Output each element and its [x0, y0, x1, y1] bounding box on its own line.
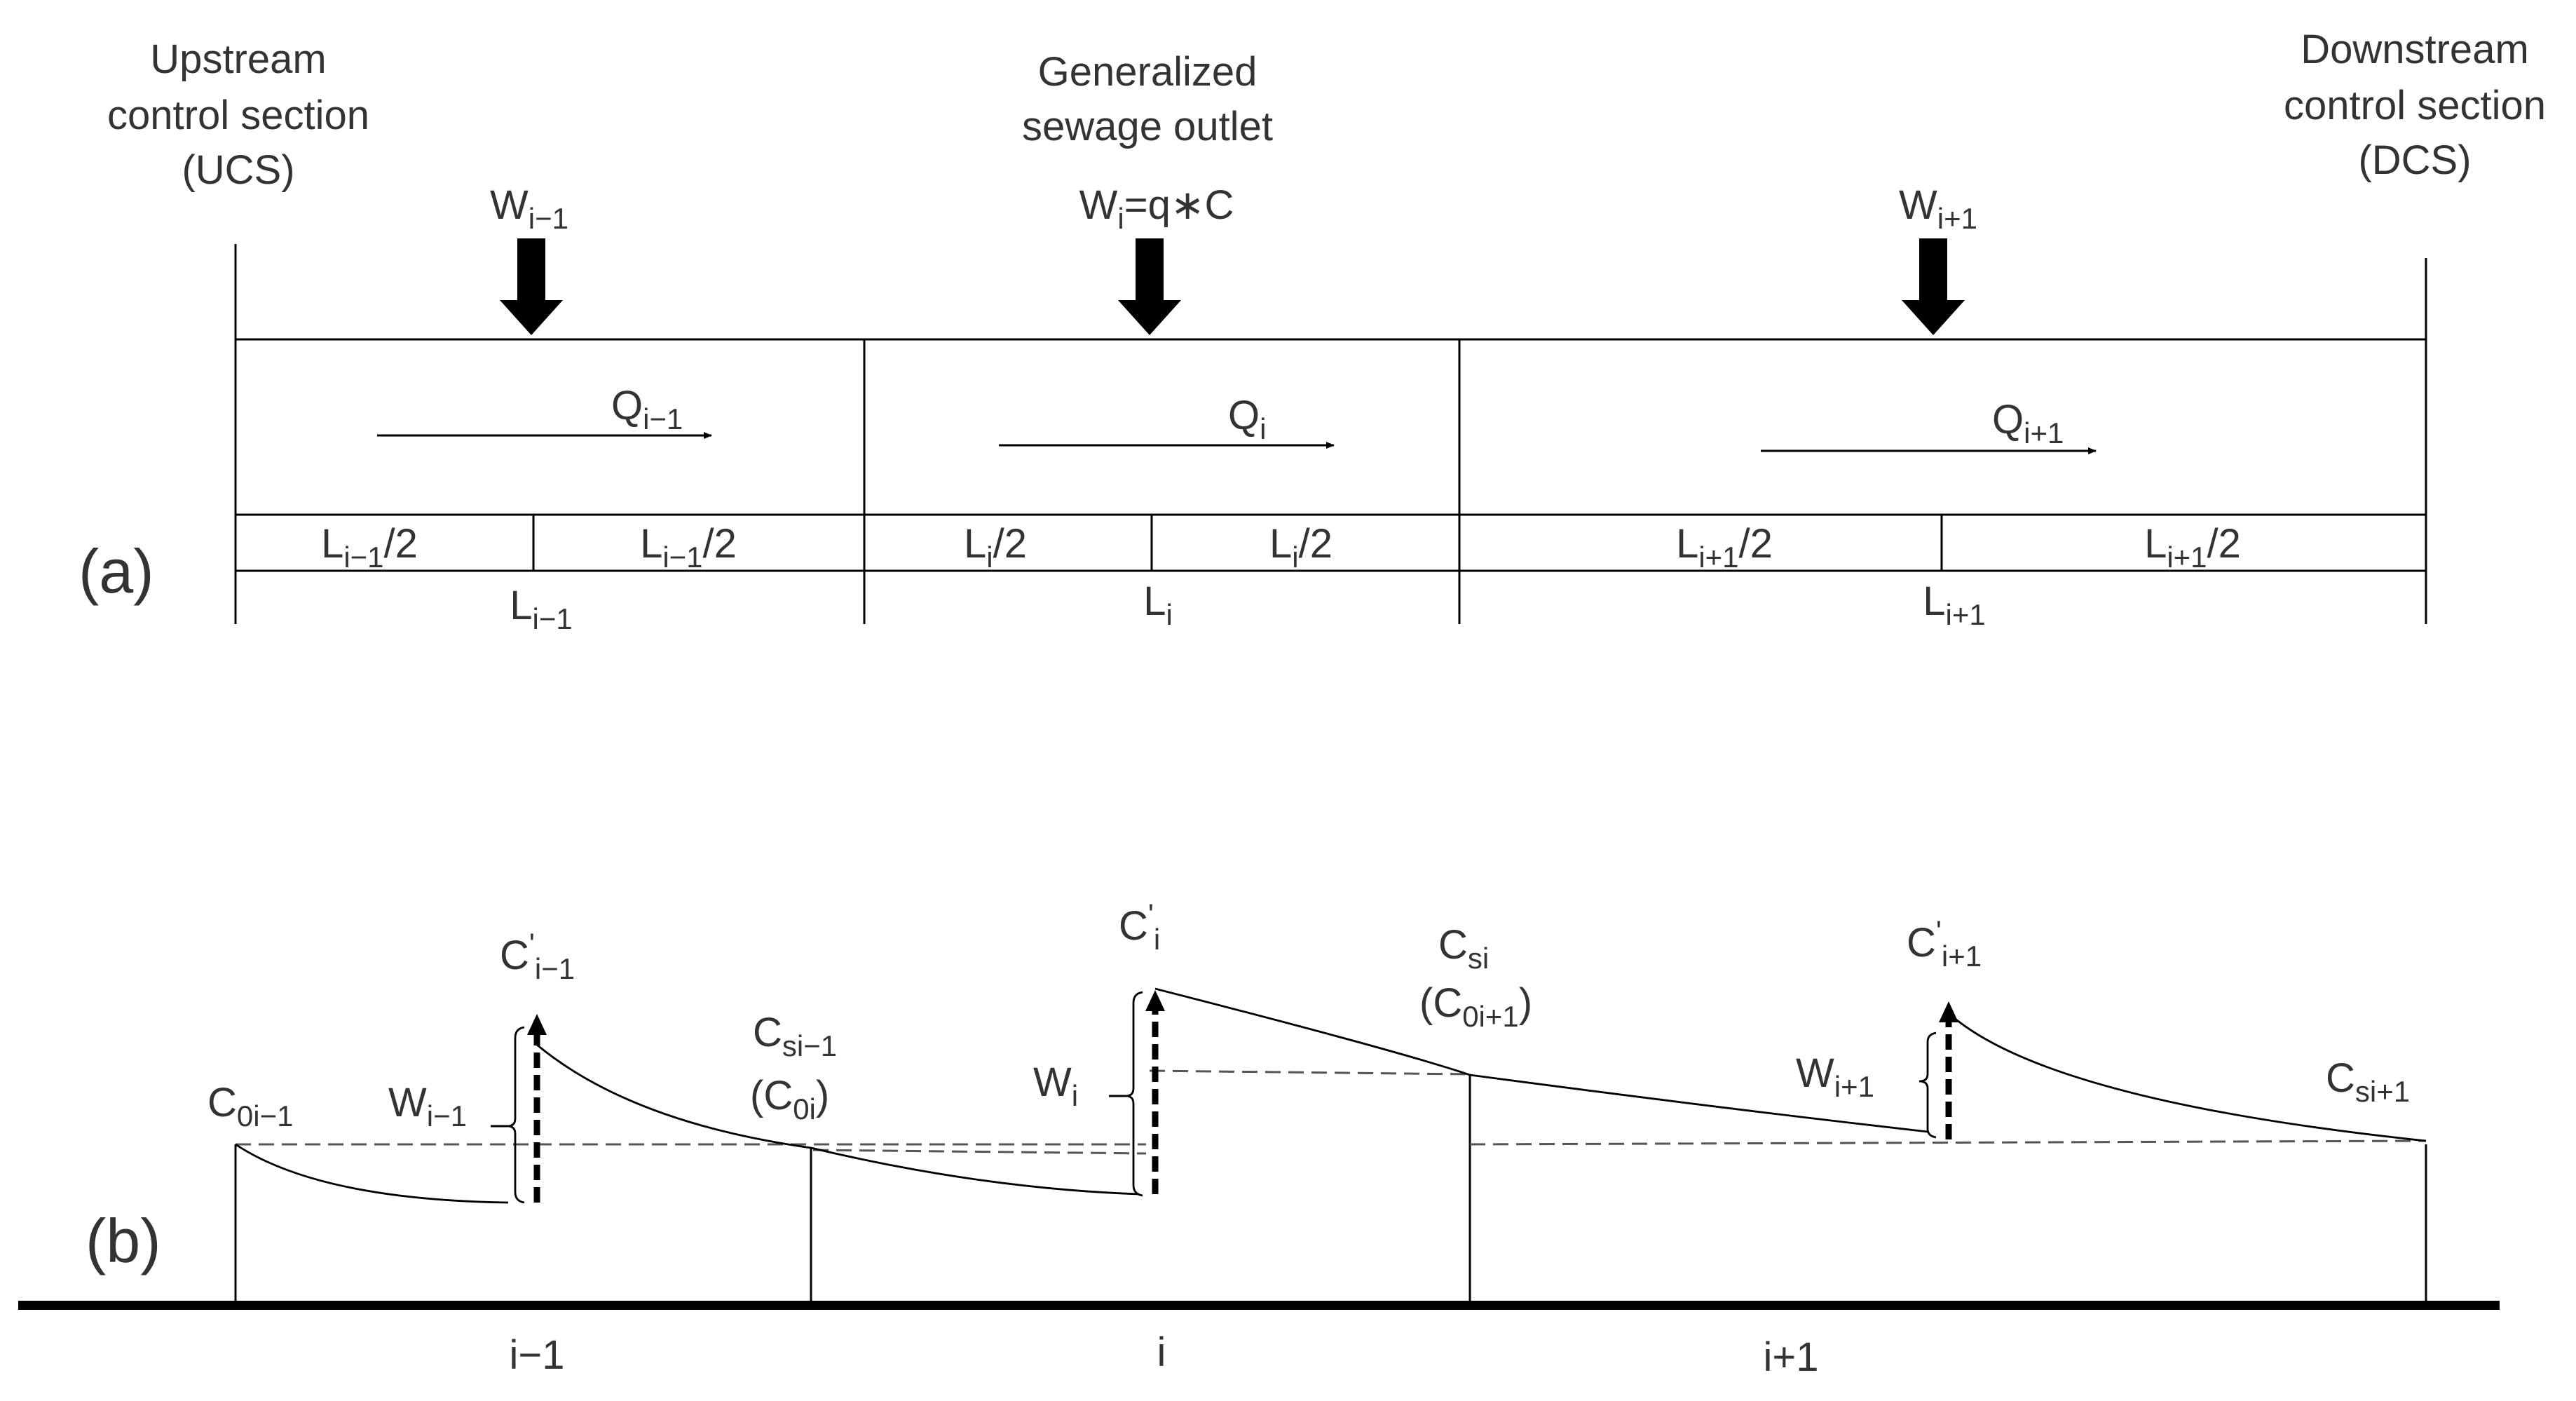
half-length-label-3: Li/2: [964, 521, 1027, 574]
peak-label-i-1: C'i−1: [500, 927, 575, 985]
load-jump-head-i: [1145, 990, 1165, 1011]
length-label-i: Li: [1143, 578, 1173, 631]
dcs-label-line-2: control section: [2284, 83, 2546, 128]
ucs-label-line-3: (UCS): [182, 147, 294, 193]
load-label-w-i-1: Wi−1: [490, 182, 568, 235]
segment-label-i+1: i+1: [1763, 1334, 1818, 1380]
section-end-label-1: Csi−1: [753, 1010, 837, 1062]
outlet-label-line-1: Generalized: [1038, 49, 1258, 95]
load-label-b-i+1: Wi+1: [1796, 1050, 1874, 1103]
panel-b-label: (b): [86, 1206, 161, 1275]
load-label-b-i: Wi: [1033, 1060, 1078, 1112]
panel-a-label: (a): [79, 536, 154, 606]
segment-label-i-1: i−1: [509, 1332, 564, 1378]
reference-line-4: [1469, 1139, 2427, 1146]
panel-b: (b) C0i−1 C'i−1 C'i: [18, 898, 2500, 1380]
flow-label-q-i: Qi: [1228, 393, 1266, 445]
load-brace-i: [1125, 991, 1143, 1197]
half-length-label-4: Li/2: [1269, 521, 1333, 574]
flow-label-q-i+1: Qi+1: [1992, 397, 2064, 449]
peak-label-i: C'i: [1119, 898, 1160, 956]
section-end-label-2: Csi: [1438, 922, 1489, 975]
load-jump-head-i+1: [1939, 1001, 1958, 1022]
section-end-alt-label-1: (C0i): [750, 1073, 829, 1125]
length-label-i+1: Li+1: [1923, 578, 1985, 631]
load-label-b-i-1: Wi−1: [388, 1080, 467, 1132]
half-length-label-1: Li−1/2: [321, 521, 418, 574]
length-label-i-1: Li−1: [510, 583, 572, 635]
c0-first-label: C0i−1: [207, 1080, 293, 1132]
load-arrow-i: [1118, 238, 1181, 335]
load-label-w-i: Wi=q∗C: [1079, 182, 1234, 235]
segment-label-i: i: [1157, 1329, 1166, 1375]
reference-line-3: [1149, 1069, 1471, 1076]
ucs-label-line-1: Upstream: [150, 36, 326, 82]
load-jump-head-i-1: [527, 1014, 547, 1035]
dcs-label-line-3: (DCS): [2358, 137, 2471, 183]
half-length-label-6: Li+1/2: [2144, 521, 2241, 574]
decay-curve-2: [1154, 987, 1928, 1133]
load-arrow-i-1: [500, 238, 563, 335]
ucs-label-line-2: control section: [107, 93, 369, 138]
half-length-label-5: Li+1/2: [1676, 521, 1773, 574]
load-label-w-i+1: Wi+1: [1899, 182, 1977, 235]
section-end-alt-label-2: (C0i+1): [1419, 980, 1532, 1033]
half-length-label-2: Li−1/2: [640, 521, 737, 574]
dcs-label-line-1: Downstream: [2301, 27, 2529, 72]
flow-label-q-i-1: Qi−1: [611, 383, 683, 435]
decay-curve-1a: [235, 1143, 509, 1204]
decay-curve-3: [1948, 1012, 2427, 1142]
c-last-label: Csi+1: [2326, 1055, 2410, 1108]
panel-a: (a) Upstream control section (UCS) Gener…: [79, 27, 2546, 635]
load-arrow-i+1: [1902, 238, 1965, 335]
outlet-label-line-2: sewage outlet: [1022, 104, 1273, 149]
river-baseline: [18, 1301, 2500, 1310]
load-brace-i+1: [1919, 1031, 1937, 1139]
decay-curve-1b: [536, 1043, 1140, 1196]
peak-label-i+1: C'i+1: [1907, 914, 1982, 973]
load-brace-i-1: [507, 1026, 525, 1204]
reference-line-2: [812, 1149, 1147, 1155]
